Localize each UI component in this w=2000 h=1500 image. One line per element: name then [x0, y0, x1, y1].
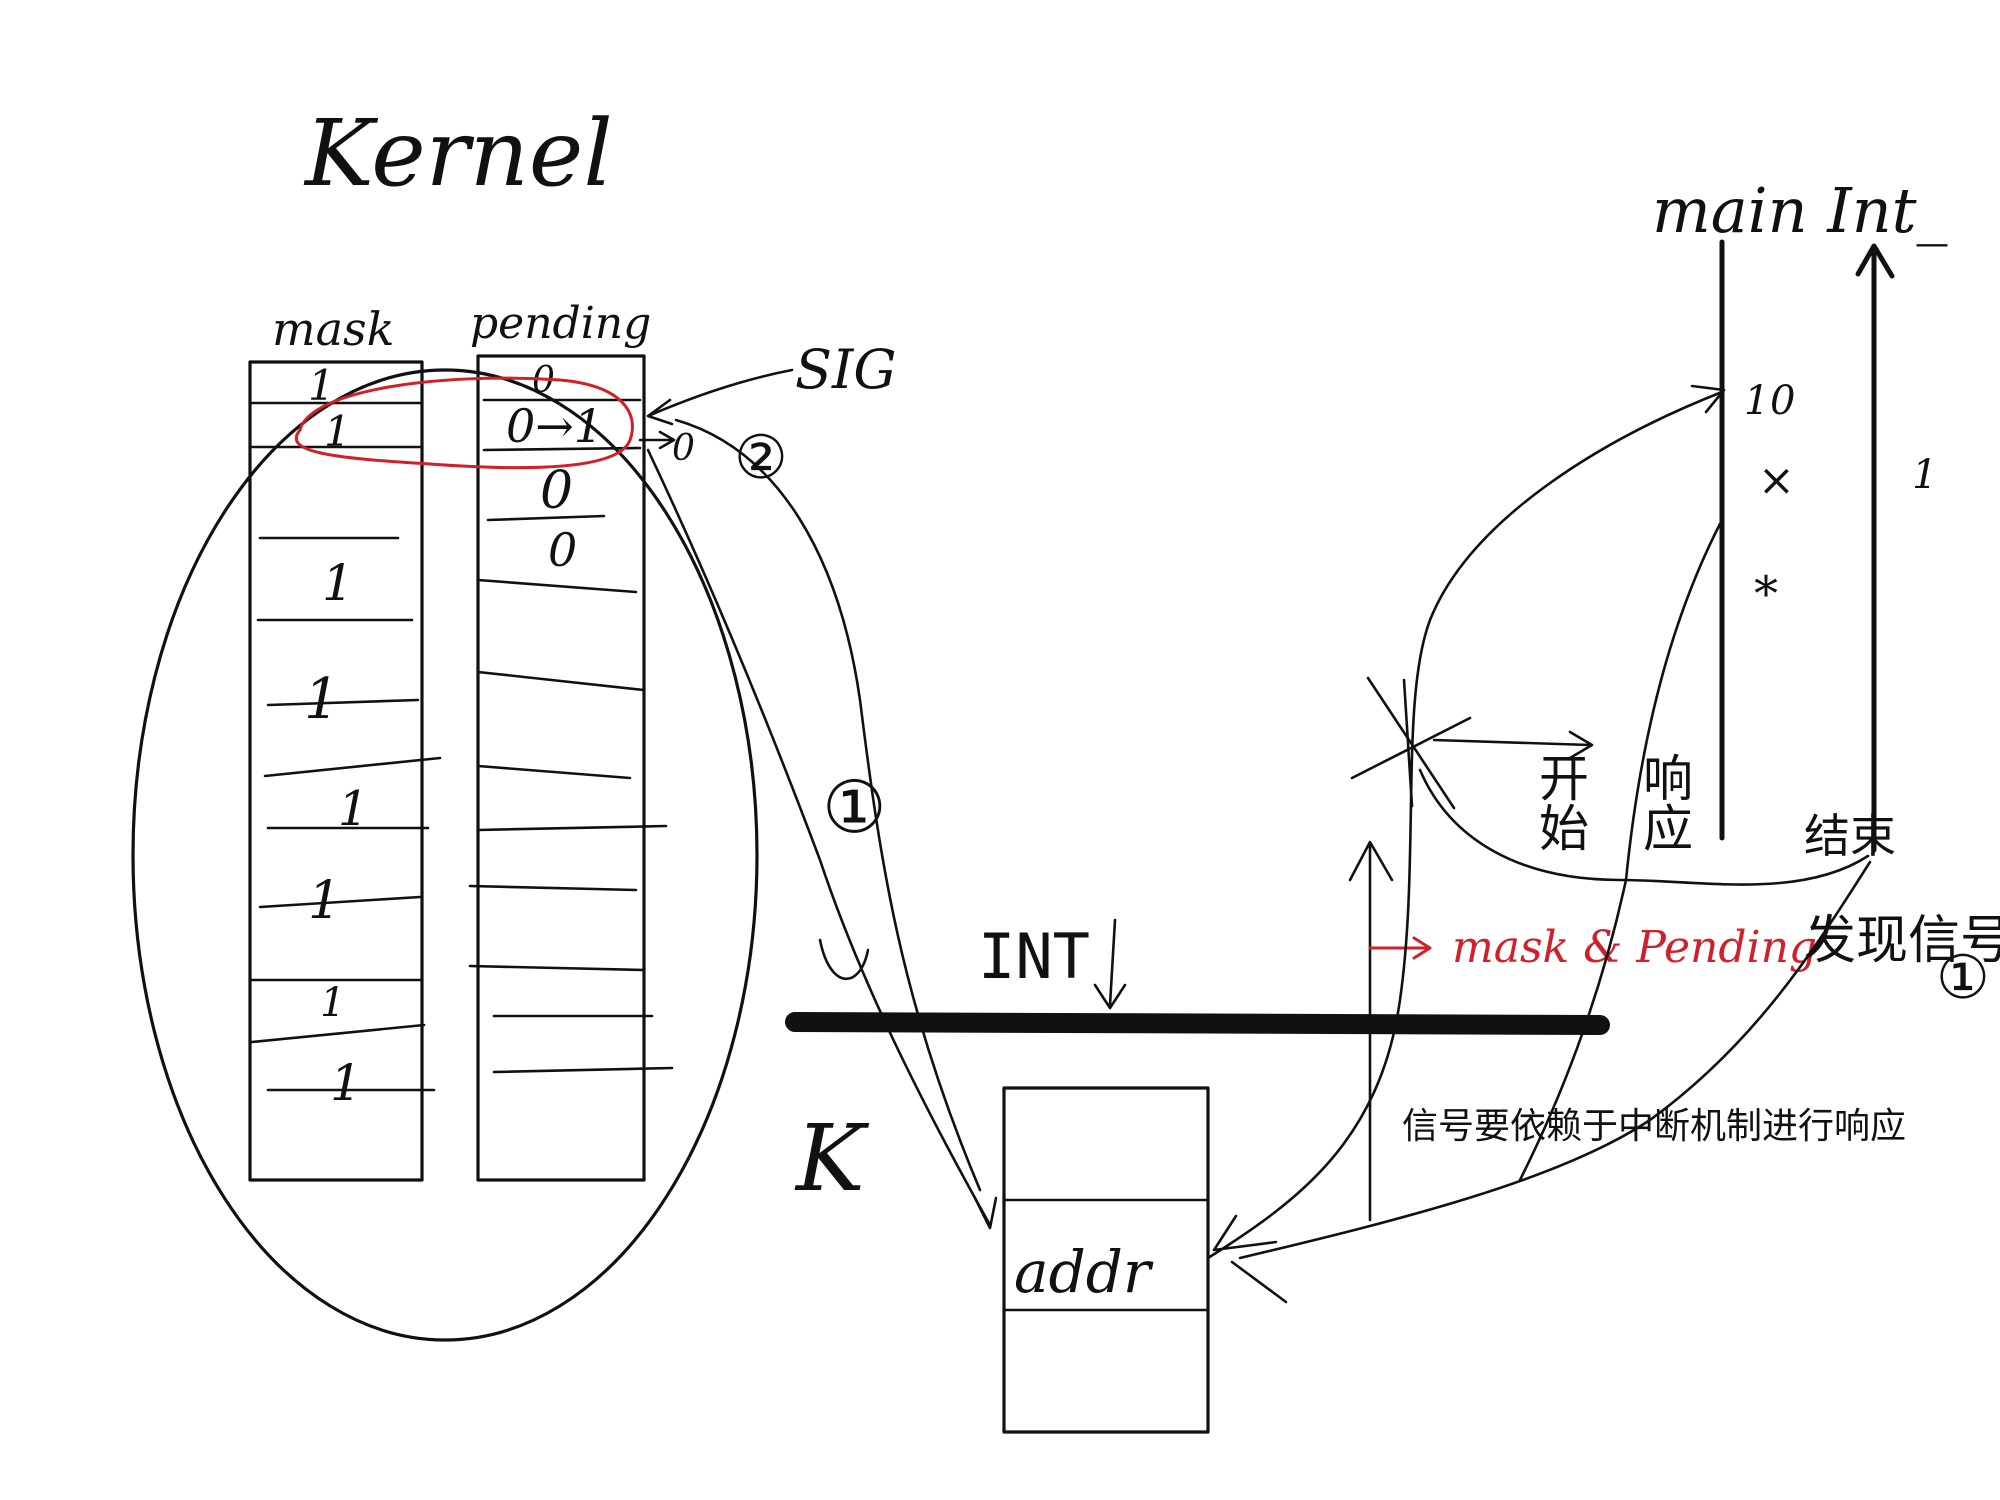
kernel-to-handler-curve: [646, 448, 998, 1230]
highlight-ellipse: [294, 376, 634, 470]
int-down-arrow: [1093, 918, 1127, 1010]
start-label: 开始: [1531, 752, 1589, 852]
mask-bit: 1: [320, 980, 345, 1026]
step-1-right-label: ①: [1936, 943, 1990, 1013]
mask-bit: 1: [330, 1054, 362, 1112]
pending-out-arrow: [638, 430, 676, 450]
mask-table: [248, 360, 442, 1182]
sig-label: SIG: [795, 338, 896, 401]
mask-column-label: mask: [272, 302, 395, 356]
mask-bit: 1: [324, 407, 351, 456]
respond-label: 响应: [1635, 752, 1693, 852]
end-return-curve: [1418, 768, 1870, 886]
timeline-mark: *: [1754, 566, 1778, 622]
step-1-label: ①: [822, 765, 887, 849]
addr-up-arrow: [1348, 840, 1394, 1222]
mask-bit: 1: [338, 781, 369, 837]
handler-addr-label: addr: [1014, 1238, 1154, 1306]
pending-bit: 0: [548, 523, 577, 577]
mask-pending-check: mask & Pending: [1452, 922, 1817, 973]
mask-bit: 1: [304, 667, 340, 732]
pending-bit: 0: [540, 461, 573, 521]
mask-bit: 1: [322, 554, 354, 612]
pending-bit-changed: 0→1: [506, 399, 603, 453]
timeline-mark: 1: [1744, 378, 1769, 424]
timeline-mark: 1: [1912, 452, 1937, 498]
timeline-mark: 0: [1770, 378, 1795, 424]
diagram-caption: 信号要依赖于中断机制进行响应: [1402, 1106, 1906, 1147]
kernel-title: Kernel: [303, 100, 613, 207]
kernel-ellipse: [131, 368, 759, 1342]
pending-table: [468, 354, 674, 1182]
handler-table: [1002, 1086, 1210, 1434]
after-bit: 0: [672, 428, 695, 469]
end-label: 结束: [1804, 809, 1896, 863]
int-bus-label: INT: [978, 920, 1090, 993]
pending-column-label: pending: [470, 298, 651, 349]
return-arrowhead: [1212, 1214, 1288, 1304]
sig-arrow: [646, 368, 794, 426]
handler-to-int-curve: [1518, 518, 1724, 1182]
timeline-mark: ×: [1758, 455, 1795, 506]
pending-bits: 0 0→1 0 0: [506, 360, 603, 577]
mask-bits: 1 1 1 1 1 1 1 1: [304, 361, 369, 1112]
found-signal-label: 发现信号: [1804, 911, 2000, 971]
int-bus-bar: [785, 1012, 1610, 1035]
int-handler-line: [1855, 243, 1895, 853]
check-arrow: [1368, 936, 1432, 960]
main-timeline-title: main Int_: [1652, 174, 1948, 247]
start-arrow: [1432, 730, 1594, 760]
mask-bit: 1: [308, 871, 341, 931]
handler-return-curve: [1238, 860, 1872, 1260]
hook-arrow: [818, 938, 870, 981]
kernel-mode-mark: K: [794, 1105, 870, 1212]
step-2-label: ②: [734, 423, 788, 493]
start-cross-mark: [1350, 676, 1472, 810]
